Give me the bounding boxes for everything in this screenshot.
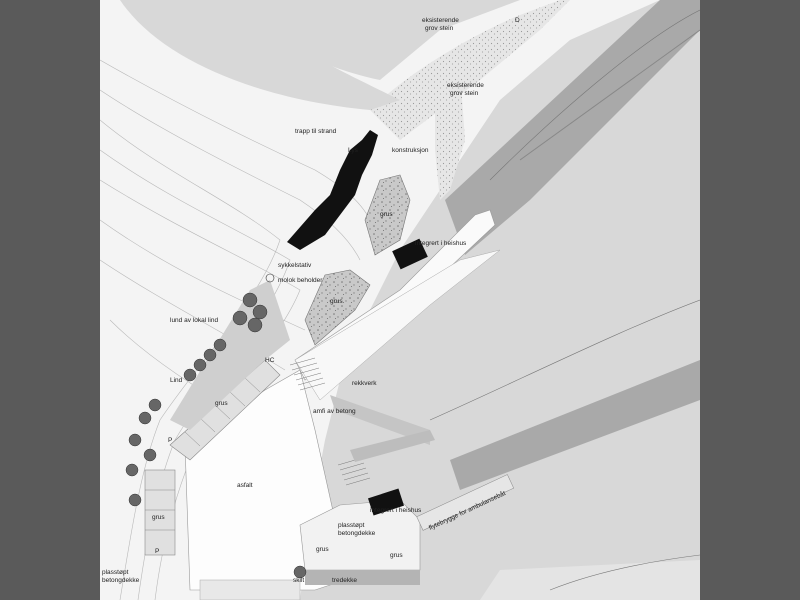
label-grus-lower: grus (152, 514, 165, 521)
stone-edge-upper (370, 0, 570, 140)
label-grus-upper: grus (380, 211, 393, 218)
quay-lower (450, 360, 700, 490)
elevator-house-2 (368, 488, 404, 516)
amphi-wall (330, 395, 430, 445)
pier-bottom (480, 560, 700, 600)
label-grov-stein-1: grov stein (425, 25, 454, 32)
label-grov-stein-2: grov stein (450, 90, 479, 97)
site-plan: D eksisterende grov stein eksisterende g… (100, 0, 700, 600)
pier-line (519, 29, 700, 161)
water-lines (429, 9, 700, 591)
label-p1: P (168, 437, 172, 444)
label-d: D (515, 17, 520, 24)
label-sykkelstativ: sykkelstativ (278, 262, 312, 269)
gravel-upper (364, 174, 411, 256)
label-hc: HC (265, 357, 275, 364)
label-betongdekke-2: betongdekke (102, 577, 140, 584)
label-plasstopt-1: plasstøpt (338, 522, 365, 529)
elevator-house-1 (392, 238, 428, 270)
label-amfi: amfi av betong (313, 408, 356, 415)
label-lys: Lys (348, 147, 359, 154)
label-grus-br: grus (390, 552, 403, 559)
label-grus-mid: grus (330, 298, 343, 305)
label-tredekke: tredekke (332, 577, 357, 584)
label-grus-parking: grus (215, 400, 228, 407)
parking-lower-stalls (145, 489, 175, 531)
label-integrert-1: integrert i heishus (415, 240, 467, 247)
stone-edge-right (435, 70, 465, 200)
label-lind: Lind (170, 377, 183, 384)
walkway-to-quay (294, 249, 501, 401)
label-integrert-2: integrert i heishus (370, 507, 422, 514)
label-plasstopt-2: plasstøpt (102, 569, 129, 576)
parking-stalls (184, 377, 261, 447)
ambulance-dock (416, 474, 515, 531)
parking-lower (144, 469, 176, 556)
label-p2: P (155, 548, 159, 555)
label-molok: molok beholder (278, 277, 323, 284)
label-grus-bl: grus (316, 546, 329, 553)
molok-container (265, 273, 275, 283)
bottom-strip (199, 579, 301, 600)
label-asfalt: asfalt (237, 482, 253, 489)
label-skilt: skilt (293, 577, 304, 584)
light-construction (287, 130, 378, 250)
label-konstruksjon: konstruksjon (392, 147, 429, 154)
trees (125, 292, 307, 579)
ramp (350, 430, 435, 462)
deck-strip (305, 570, 420, 585)
gravel-mid (304, 269, 371, 346)
label-eksisterende-1: eksisterende (422, 17, 459, 24)
label-rekkverk: rekkverk (352, 380, 377, 387)
label-lund: lund av lokal lind (170, 317, 218, 324)
label-betongdekke-1: betongdekke (338, 530, 376, 537)
label-eksisterende-2: eksisterende (447, 82, 484, 89)
pier-main (445, 0, 700, 255)
label-trapp: trapp til strand (295, 128, 337, 135)
amphi-steps (289, 357, 371, 486)
bay-water (120, 0, 400, 110)
